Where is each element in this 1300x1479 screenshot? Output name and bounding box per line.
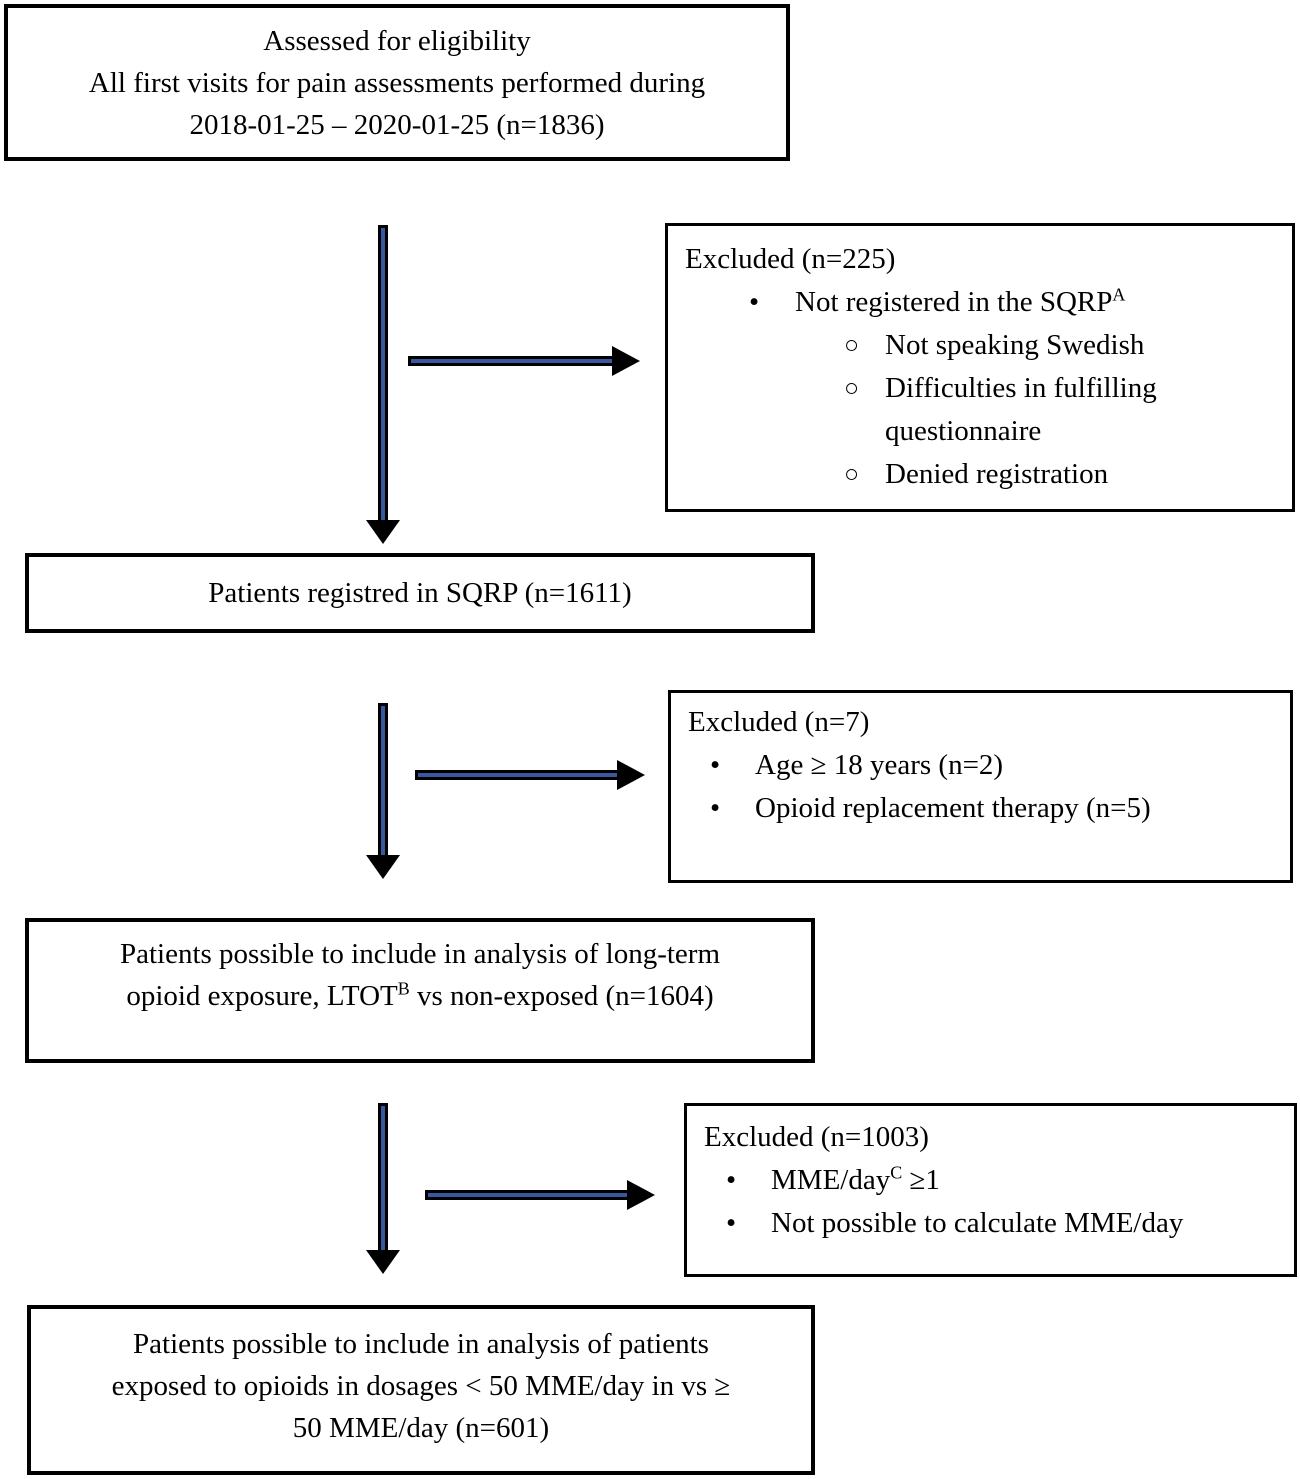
eligibility-box: Assessed for eligibility All first visit… [4,4,790,161]
excluded-7-bullet-1-text: Age ≥ 18 years (n=2) [755,749,1004,781]
bullet-icon: • [710,749,721,781]
down-arrow-3-head-icon [366,1250,400,1274]
eligibility-line-3: 2018-01-25 – 2020-01-25 (n=1836) [189,108,605,141]
right-arrow-3-shaft [425,1190,630,1200]
bullet-icon: • [726,1207,737,1239]
excluded-225-sub-3-text: Denied registration [885,458,1109,490]
excluded-225-title: Excluded (n=225) [685,243,896,275]
circle-bullet-icon: ○ [844,461,860,488]
excluded-1003-box: Excluded (n=1003) • MME/dayC ≥1 • Not po… [684,1103,1297,1277]
right-arrow-2-head-icon [617,760,645,790]
right-arrow-1-head-icon [612,346,640,376]
right-arrow-2-shaft [415,770,620,780]
ltot-line-1: Patients possible to include in analysis… [119,938,721,970]
ltot-analysis-box: Patients possible to include in analysis… [25,918,815,1063]
dosage-line-3: 50 MME/day (n=601) [292,1412,550,1444]
excluded-7-bullet-2-text: Opioid replacement therapy (n=5) [755,792,1151,824]
excluded-1003-bullet-2-text: Not possible to calculate MME/day [771,1207,1184,1239]
footnote-a-superscript: A [1112,284,1126,305]
excluded-225-sub-3: ○ Denied registration [844,453,1280,496]
excluded-225-bullet: • Not registered in the SQRPA [749,281,1280,324]
excluded-225-sub-2: ○ Difficulties in fulfilling questionnai… [844,367,1280,453]
registered-sqrp-box: Patients registred in SQRP (n=1611) [25,553,815,633]
excluded-7-bullet-1: • Age ≥ 18 years (n=2) [710,744,1278,787]
right-arrow-1-shaft [408,356,615,366]
footnote-b-superscript: B [397,978,410,999]
excluded-1003-bullet-1-text: MME/dayC ≥1 [771,1162,940,1196]
down-arrow-1-head-icon [366,520,400,544]
excluded-225-bullet-text: Not registered in the SQRPA [795,284,1126,318]
down-arrow-2-shaft [378,703,388,858]
eligibility-line-2: All first visits for pain assessments pe… [88,66,706,99]
bullet-icon: • [726,1164,737,1196]
registered-sqrp-text: Patients registred in SQRP (n=1611) [208,577,632,609]
dosage-line-2: exposed to opioids in dosages < 50 MME/d… [111,1370,731,1402]
eligibility-line-1: Assessed for eligibility [263,24,531,57]
right-arrow-3-head-icon [627,1180,655,1210]
bullet-icon: • [749,286,760,318]
down-arrow-1-shaft [378,225,388,523]
down-arrow-3-shaft [378,1103,388,1253]
dosage-analysis-box: Patients possible to include in analysis… [27,1305,815,1475]
excluded-225-sub-1: ○ Not speaking Swedish [844,324,1280,367]
excluded-225-sub-2-text: Difficulties in fulfilling questionnaire [885,372,1157,447]
excluded-1003-bullet-1: • MME/dayC ≥1 [726,1159,1282,1202]
circle-bullet-icon: ○ [844,332,860,359]
dosage-line-1: Patients possible to include in analysis… [133,1328,709,1360]
excluded-225-box: Excluded (n=225) • Not registered in the… [665,223,1295,512]
excluded-7-box: Excluded (n=7) • Age ≥ 18 years (n=2) • … [668,690,1293,883]
ltot-line-2: opioid exposure, LTOTB vs non-exposed (n… [126,978,714,1012]
excluded-1003-bullet-2: • Not possible to calculate MME/day [726,1202,1282,1245]
excluded-7-bullet-2: • Opioid replacement therapy (n=5) [710,787,1278,830]
circle-bullet-icon: ○ [844,375,860,402]
excluded-1003-title: Excluded (n=1003) [704,1121,929,1153]
excluded-7-title: Excluded (n=7) [688,706,870,738]
excluded-225-sub-1-text: Not speaking Swedish [885,329,1145,361]
down-arrow-2-head-icon [366,855,400,879]
footnote-c-superscript: C [890,1162,903,1183]
bullet-icon: • [710,792,721,824]
